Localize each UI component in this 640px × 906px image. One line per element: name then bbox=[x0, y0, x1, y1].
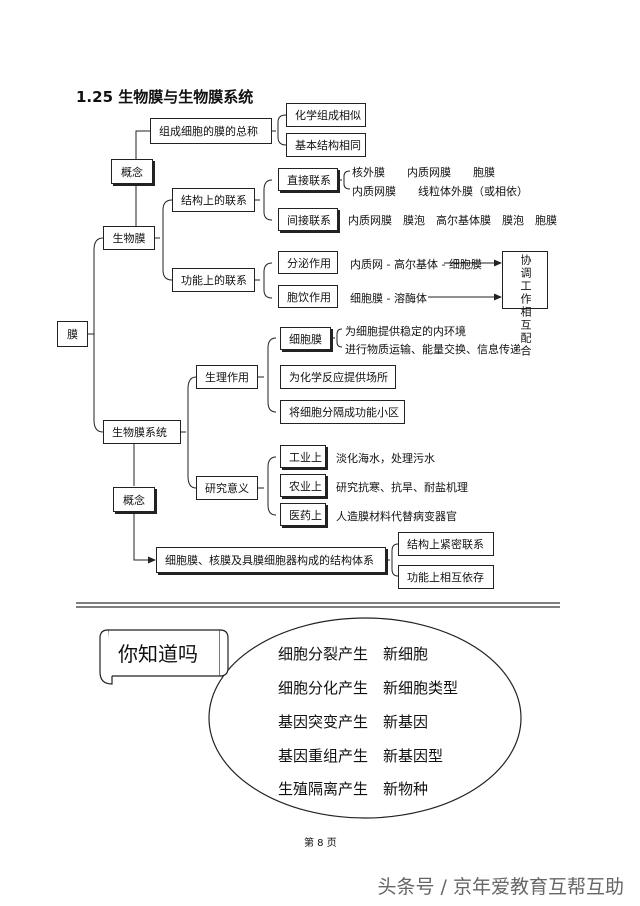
endocytosis-path: 细胞膜 - 溶酶体 bbox=[350, 292, 427, 305]
structural-link-node: 结构上的联系 bbox=[172, 188, 255, 212]
physiology-item-compartment: 将细胞分隔成功能小区 bbox=[280, 400, 405, 424]
research-node: 研究意义 bbox=[196, 476, 258, 500]
research-row-agriculture-text: 研究抗寒、抗旱、耐盐机理 bbox=[336, 481, 468, 494]
research-row-industry-text: 淡化海水，处理污水 bbox=[336, 452, 435, 465]
physiology-node: 生理作用 bbox=[196, 365, 258, 389]
root-node: 膜 bbox=[57, 321, 88, 347]
concept-sub-structure: 基本结构相同 bbox=[286, 133, 366, 157]
research-row-medicine: 医药上 bbox=[280, 503, 326, 526]
banner-scroll-shape bbox=[99, 629, 229, 685]
secretion-node: 分泌作用 bbox=[278, 251, 338, 274]
coordination-text: 协调工作相互配合 bbox=[519, 254, 532, 358]
research-row-agriculture: 农业上 bbox=[280, 474, 326, 497]
page-title: 1.25 生物膜与生物膜系统 bbox=[76, 88, 254, 106]
membrane-system-node: 生物膜系统 bbox=[103, 420, 181, 444]
direct-link-item-2: 内质网膜 线粒体外膜（或相依） bbox=[352, 185, 528, 198]
cell-membrane-node: 细胞膜 bbox=[280, 327, 331, 350]
indirect-link-item: 内质网膜 膜泡 高尔基体膜 膜泡 胞膜 bbox=[348, 214, 557, 227]
footer-bar: 头条号 / 京年爱教育互帮互助 bbox=[0, 864, 640, 906]
system-concept-def: 细胞膜、核膜及具膜细胞器构成的结构体系 bbox=[156, 547, 386, 573]
membrane-node: 生物膜 bbox=[103, 226, 155, 250]
research-row-industry: 工业上 bbox=[280, 445, 326, 468]
did-you-know-line-5: 生殖隔离产生 新物种 bbox=[278, 780, 429, 798]
cell-membrane-item-1: 为细胞提供稳定的内环境 bbox=[345, 325, 466, 338]
direct-link-item-1: 核外膜 内质网膜 胞膜 bbox=[352, 166, 495, 179]
indirect-link-node: 间接联系 bbox=[278, 208, 338, 231]
page-number: 第 8 页 bbox=[304, 838, 337, 849]
system-concept-sub-structure: 结构上紧密联系 bbox=[398, 532, 494, 556]
physiology-item-reaction: 为化学反应提供场所 bbox=[280, 365, 396, 389]
secretion-path: 内质网 - 高尔基体 - 细胞膜 bbox=[350, 258, 482, 271]
endocytosis-node: 胞饮作用 bbox=[278, 285, 338, 308]
system-concept-node: 概念 bbox=[113, 487, 155, 512]
cell-membrane-item-2: 进行物质运输、能量交换、信息传递 bbox=[345, 343, 521, 356]
did-you-know-line-4: 基因重组产生 新基因型 bbox=[278, 747, 444, 765]
membrane-concept-def: 组成细胞的膜的总称 bbox=[150, 118, 272, 144]
functional-link-node: 功能上的联系 bbox=[172, 268, 255, 292]
research-row-medicine-text: 人造膜材料代替病变器官 bbox=[336, 510, 457, 523]
membrane-concept-node: 概念 bbox=[111, 159, 153, 184]
direct-link-node: 直接联系 bbox=[278, 168, 338, 191]
did-you-know-line-3: 基因突变产生 新基因 bbox=[278, 713, 429, 731]
did-you-know-banner: 你知道吗 bbox=[118, 642, 198, 666]
did-you-know-bubble bbox=[208, 617, 522, 819]
did-you-know-line-1: 细胞分裂产生 新细胞 bbox=[278, 645, 429, 663]
coordination-node: 协调工作相互配合 bbox=[502, 251, 548, 358]
concept-sub-chemical: 化学组成相似 bbox=[286, 103, 366, 127]
system-concept-sub-function: 功能上相互依存 bbox=[398, 565, 494, 589]
did-you-know-line-2: 细胞分化产生 新细胞类型 bbox=[278, 679, 459, 697]
watermark: 头条号 / 京年爱教育互帮互助 bbox=[377, 876, 624, 898]
